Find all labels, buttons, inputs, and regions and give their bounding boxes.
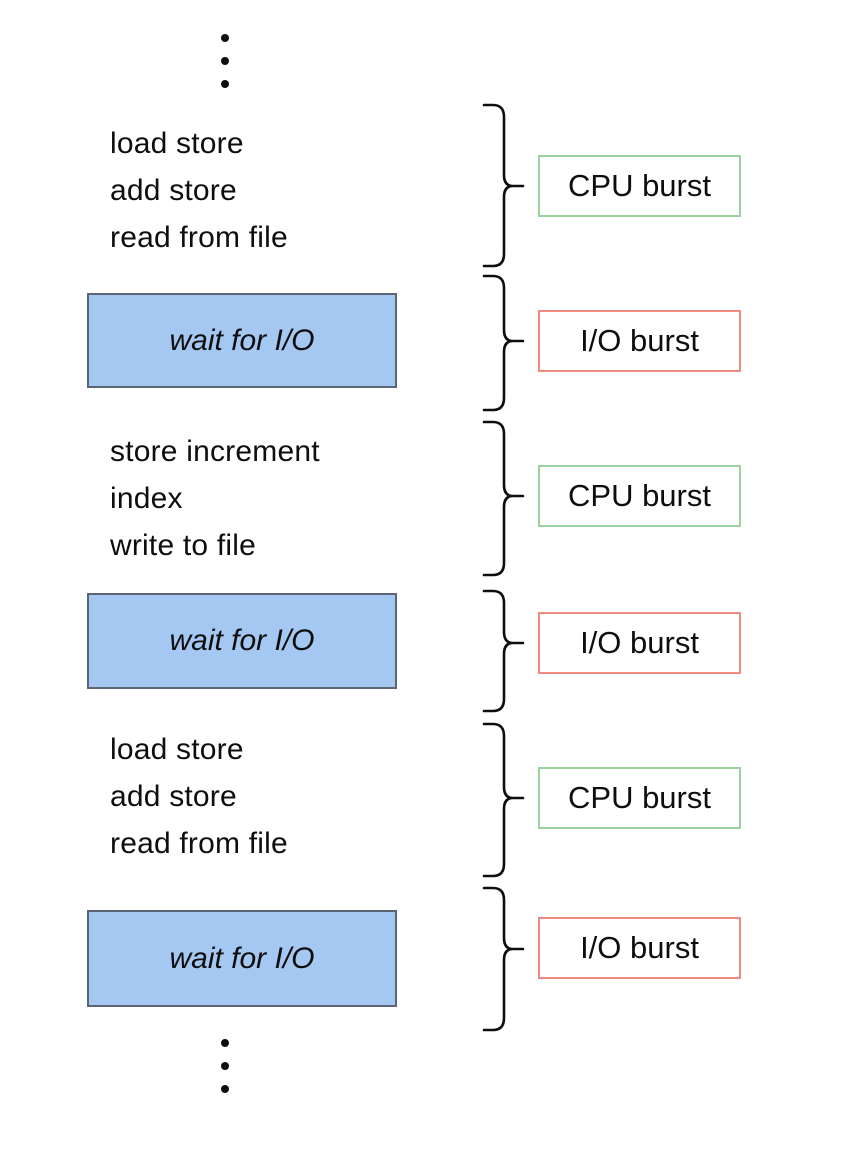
io-burst-box-2: I/O burst bbox=[538, 612, 741, 674]
curly-brace-icon-2 bbox=[482, 274, 525, 412]
dot bbox=[221, 34, 229, 42]
code-line: load store bbox=[110, 733, 244, 766]
io-burst-box-3: I/O burst bbox=[538, 917, 741, 979]
cpu-burst-box-1: CPU burst bbox=[538, 155, 741, 217]
wait-for-io-box-3: wait for I/O bbox=[87, 910, 397, 1007]
curly-brace-icon-3 bbox=[482, 420, 525, 577]
curly-brace-icon-6 bbox=[482, 886, 525, 1032]
curly-brace-icon-4 bbox=[482, 589, 525, 713]
curly-brace-icon-1 bbox=[482, 103, 525, 268]
cpu-burst-box-3: CPU burst bbox=[538, 767, 741, 829]
io-burst-box-1: I/O burst bbox=[538, 310, 741, 372]
code-line: write to file bbox=[110, 529, 256, 562]
wait-for-io-box-2: wait for I/O bbox=[87, 593, 397, 689]
dot bbox=[221, 57, 229, 65]
vertical-ellipsis-icon bbox=[221, 1039, 229, 1093]
curly-brace-icon-5 bbox=[482, 722, 525, 878]
dot bbox=[221, 1039, 229, 1047]
code-line: store increment bbox=[110, 435, 320, 468]
code-block-1: load store add store read from file bbox=[110, 120, 288, 261]
code-line: load store bbox=[110, 127, 244, 160]
code-line: index bbox=[110, 482, 183, 515]
dot bbox=[221, 80, 229, 88]
code-line: read from file bbox=[110, 221, 288, 254]
dot bbox=[221, 1062, 229, 1070]
code-line: read from file bbox=[110, 827, 288, 860]
code-block-3: load store add store read from file bbox=[110, 726, 288, 867]
wait-for-io-box-1: wait for I/O bbox=[87, 293, 397, 388]
code-line: add store bbox=[110, 174, 237, 207]
vertical-ellipsis-icon bbox=[221, 34, 229, 88]
code-block-2: store increment index write to file bbox=[110, 428, 320, 569]
code-line: add store bbox=[110, 780, 237, 813]
cpu-burst-box-2: CPU burst bbox=[538, 465, 741, 527]
dot bbox=[221, 1085, 229, 1093]
